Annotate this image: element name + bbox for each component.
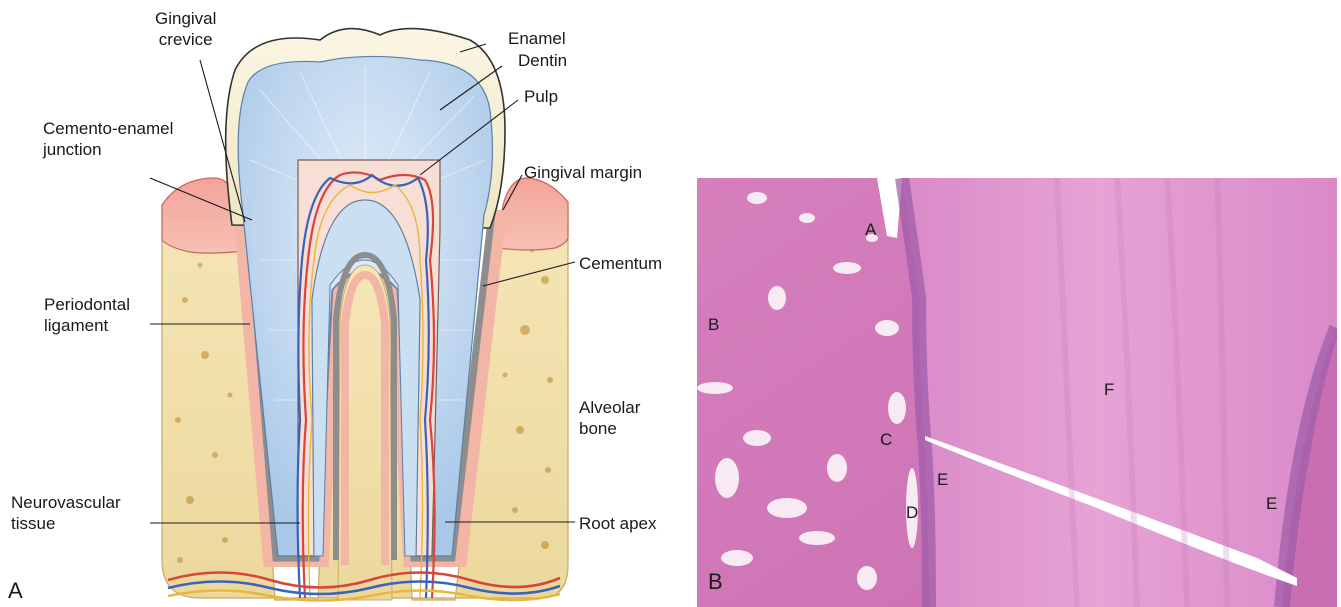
label-gingival-margin: Gingival margin bbox=[524, 162, 642, 183]
label-gingival-crevice: Gingival crevice bbox=[155, 8, 216, 50]
panel-b-letter: B bbox=[708, 569, 723, 595]
label-neurovascular-tissue-line1: Neurovascular bbox=[11, 492, 121, 513]
label-cemento-enamel-junction: Cemento-enamel junction bbox=[43, 118, 173, 160]
label-periodontal-ligament: Periodontal ligament bbox=[44, 294, 130, 336]
label-root-apex: Root apex bbox=[579, 513, 657, 534]
gingiva-right bbox=[498, 178, 568, 250]
label-neurovascular-tissue-line2: tissue bbox=[11, 513, 121, 534]
label-periodontal-ligament-line2: ligament bbox=[44, 315, 130, 336]
label-cemento-enamel-junction-line2: junction bbox=[43, 139, 173, 160]
label-cementum: Cementum bbox=[579, 253, 662, 274]
histo-label-e-right: E bbox=[1266, 494, 1277, 514]
label-gingival-crevice-line2: crevice bbox=[155, 29, 216, 50]
histo-label-e-left: E bbox=[937, 470, 948, 490]
histo-label-c: C bbox=[880, 430, 892, 450]
label-alveolar-bone-line2: bone bbox=[579, 418, 640, 439]
histology-micrograph bbox=[697, 178, 1337, 607]
label-dentin: Dentin bbox=[518, 50, 567, 71]
histo-label-a: A bbox=[865, 220, 876, 240]
label-enamel: Enamel bbox=[508, 28, 566, 49]
histo-label-f: F bbox=[1104, 380, 1114, 400]
label-cemento-enamel-junction-line1: Cemento-enamel bbox=[43, 118, 173, 139]
label-neurovascular-tissue: Neurovascular tissue bbox=[11, 492, 121, 534]
label-pulp: Pulp bbox=[524, 86, 558, 107]
histo-label-d: D bbox=[906, 503, 918, 523]
panel-a-letter: A bbox=[8, 578, 23, 604]
label-alveolar-bone-line1: Alveolar bbox=[579, 397, 640, 418]
label-alveolar-bone: Alveolar bone bbox=[579, 397, 640, 439]
label-gingival-crevice-line1: Gingival bbox=[155, 8, 216, 29]
histo-label-b: B bbox=[708, 315, 719, 335]
label-periodontal-ligament-line1: Periodontal bbox=[44, 294, 130, 315]
